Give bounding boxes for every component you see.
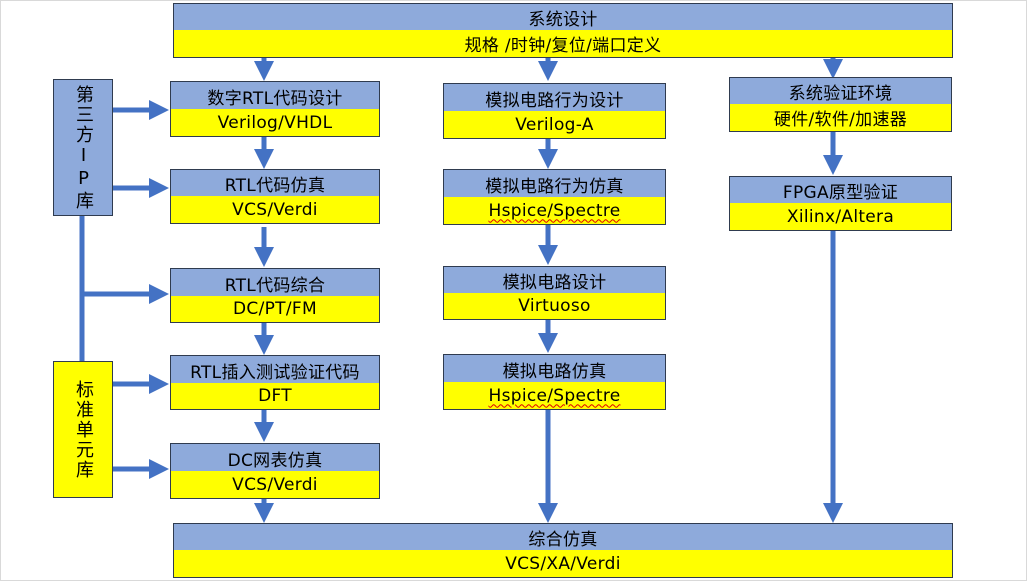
box-title: 模拟电路行为设计 xyxy=(444,84,665,113)
integrated-sim-title: 综合仿真 xyxy=(174,524,952,552)
box-title: 数字RTL代码设计 xyxy=(171,82,379,111)
analog-design-box: 模拟电路设计 Virtuoso xyxy=(443,266,666,320)
integrated-sim-box: 综合仿真 VCS/XA/Verdi xyxy=(173,523,953,578)
box-tool: Hspice/Spectre xyxy=(488,200,621,221)
analog-sim-box: 模拟电路仿真 Hspice/Spectre xyxy=(443,354,666,410)
box-tool: VCS/Verdi xyxy=(171,471,379,498)
rtl-sim-box: RTL代码仿真 VCS/Verdi xyxy=(170,169,380,224)
rtl-design-box: 数字RTL代码设计 Verilog/VHDL xyxy=(170,81,380,137)
third-party-ip-library: 第三方IP库 xyxy=(53,79,113,216)
box-tool: DC/PT/FM xyxy=(171,296,379,322)
box-title: RTL插入测试验证代码 xyxy=(171,356,379,385)
box-tool: Virtuoso xyxy=(444,293,665,319)
box-title: 模拟电路行为仿真 xyxy=(444,170,665,199)
box-title: DC网表仿真 xyxy=(171,444,379,473)
box-tool: 硬件/软件/加速器 xyxy=(730,104,951,131)
integrated-sim-tool: VCS/XA/Verdi xyxy=(174,550,952,577)
netlist-sim-box: DC网表仿真 VCS/Verdi xyxy=(170,443,380,499)
box-title: RTL代码综合 xyxy=(171,269,379,298)
dft-box: RTL插入测试验证代码 DFT xyxy=(170,355,380,410)
standard-cell-library: 标准单元库 xyxy=(53,361,113,498)
box-title: FPGA原型验证 xyxy=(730,177,951,205)
box-title: 系统验证环境 xyxy=(730,78,951,106)
box-tool-wrap: Hspice/Spectre xyxy=(444,197,665,224)
fpga-proto-box: FPGA原型验证 Xilinx/Altera xyxy=(729,176,952,231)
box-title: 模拟电路仿真 xyxy=(444,355,665,384)
box-tool: Xilinx/Altera xyxy=(730,203,951,230)
box-title: RTL代码仿真 xyxy=(171,170,379,198)
system-design-title: 系统设计 xyxy=(174,4,952,32)
box-tool: VCS/Verdi xyxy=(171,196,379,223)
box-tool-wrap: Hspice/Spectre xyxy=(444,382,665,409)
system-design-box: 系统设计 规格 /时钟/复位/端口定义 xyxy=(173,3,953,58)
analog-behavior-sim-box: 模拟电路行为仿真 Hspice/Spectre xyxy=(443,169,666,225)
box-tool: Verilog-A xyxy=(444,111,665,138)
box-tool: Hspice/Spectre xyxy=(488,385,621,406)
box-title: 模拟电路设计 xyxy=(444,267,665,295)
analog-behavior-design-box: 模拟电路行为设计 Verilog-A xyxy=(443,83,666,139)
box-tool: Verilog/VHDL xyxy=(171,109,379,136)
system-verify-env-box: 系统验证环境 硬件/软件/加速器 xyxy=(729,77,952,132)
box-tool: DFT xyxy=(171,383,379,409)
system-design-spec: 规格 /时钟/复位/端口定义 xyxy=(174,30,952,57)
rtl-synth-box: RTL代码综合 DC/PT/FM xyxy=(170,268,380,323)
